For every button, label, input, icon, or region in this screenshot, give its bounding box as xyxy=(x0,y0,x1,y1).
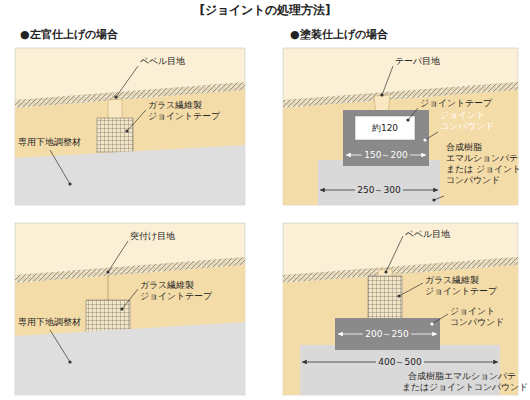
paint-bevel-panel xyxy=(283,223,518,395)
part-label: ジョイントテープ xyxy=(420,98,492,109)
dimension-label: 150～200 xyxy=(362,150,409,161)
plaster-butt-panel xyxy=(15,223,245,395)
section-heading: ●塗装仕上げの場合 xyxy=(290,28,388,42)
diagram-title: [ジョイントの処理方法] xyxy=(0,2,530,19)
part-label: 合成樹脂エマルションパテ またはジョイントコンパウンド xyxy=(402,371,516,393)
part-label: 専用下地調整材 xyxy=(18,137,81,148)
part-label: テーパ目地 xyxy=(395,56,440,67)
dimension-label: 200～250 xyxy=(363,329,410,340)
part-label: ジョイント コンパウンド xyxy=(450,306,510,328)
section-heading: ●左官仕上げの場合 xyxy=(20,28,118,42)
part-label: 突付け目地 xyxy=(130,231,175,242)
part-label: 合成樹脂 エマルションパテ または ジョイント コンパウンド xyxy=(446,142,522,186)
part-label: ジョイント コンパウンド xyxy=(440,110,500,132)
part-label: ベベル目地 xyxy=(405,229,450,240)
part-label: ベベル目地 xyxy=(140,56,185,67)
plaster-bevel-panel xyxy=(15,48,245,205)
part-label: 専用下地調整材 xyxy=(18,317,81,328)
dimension-label: 約120 xyxy=(372,123,398,134)
part-label: ガラス繊維製 ジョイントテープ xyxy=(148,100,228,122)
dimension-label: 250～300 xyxy=(355,185,402,196)
part-label: ガラス繊維製 ジョイントテープ xyxy=(425,275,505,297)
dimension-label: 400～500 xyxy=(376,357,423,368)
part-label: ガラス繊維製 ジョイントテープ xyxy=(140,280,220,302)
